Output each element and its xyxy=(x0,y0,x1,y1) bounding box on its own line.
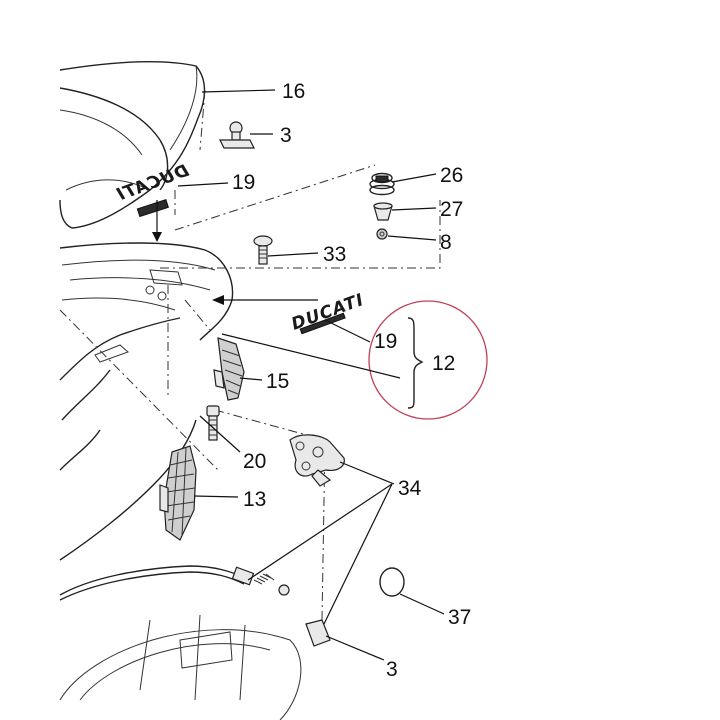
callout-26: 26 xyxy=(440,164,463,187)
upper-decal: DUCATI xyxy=(289,290,367,335)
release-cable xyxy=(59,565,290,601)
o-ring-part-37 xyxy=(379,567,405,597)
bolt-part-20 xyxy=(206,405,220,441)
latch-part-34 xyxy=(289,434,345,487)
callout-27: 27 xyxy=(440,198,463,221)
callout-12: 12 xyxy=(432,352,455,375)
upper-decal-text: DUCATI xyxy=(289,290,367,335)
callout-20: 20 xyxy=(243,450,266,473)
highlight-circle xyxy=(368,300,488,420)
callout-16: 16 xyxy=(282,80,305,103)
bump-stop-part-27 xyxy=(373,202,393,221)
direction-arrows xyxy=(152,200,318,305)
grille-part-13 xyxy=(159,445,197,541)
tail-body xyxy=(59,242,234,561)
callout-labels: 16 3 19 26 27 8 33 19 12 15 20 13 34 37 … xyxy=(232,80,471,681)
callout-34: 34 xyxy=(398,477,422,500)
leader-lines xyxy=(177,89,445,661)
group-brace xyxy=(407,317,424,409)
lower-bracket xyxy=(59,614,331,720)
callout-33: 33 xyxy=(323,243,346,266)
screw-part-33 xyxy=(253,235,273,265)
seat-decal-text: DUCATI xyxy=(114,161,192,206)
callout-15: 15 xyxy=(266,370,289,393)
grille-part-15 xyxy=(213,337,245,401)
fastener-part-3 xyxy=(219,121,255,149)
callout-8: 8 xyxy=(440,231,452,254)
assembly-guides xyxy=(59,89,441,621)
group-highlight xyxy=(368,300,488,420)
callout-37: 37 xyxy=(448,606,471,629)
spring-part-26 xyxy=(369,172,395,196)
callout-3: 3 xyxy=(280,124,292,147)
callout-13: 13 xyxy=(243,488,266,511)
nut-part-8 xyxy=(376,228,388,240)
callout-19-lower: 19 xyxy=(374,330,397,353)
seat-decal: DUCATI xyxy=(114,161,192,206)
callout-partial: 3 xyxy=(386,658,398,681)
callout-19-upper: 19 xyxy=(232,171,255,194)
seat-part xyxy=(59,60,206,229)
